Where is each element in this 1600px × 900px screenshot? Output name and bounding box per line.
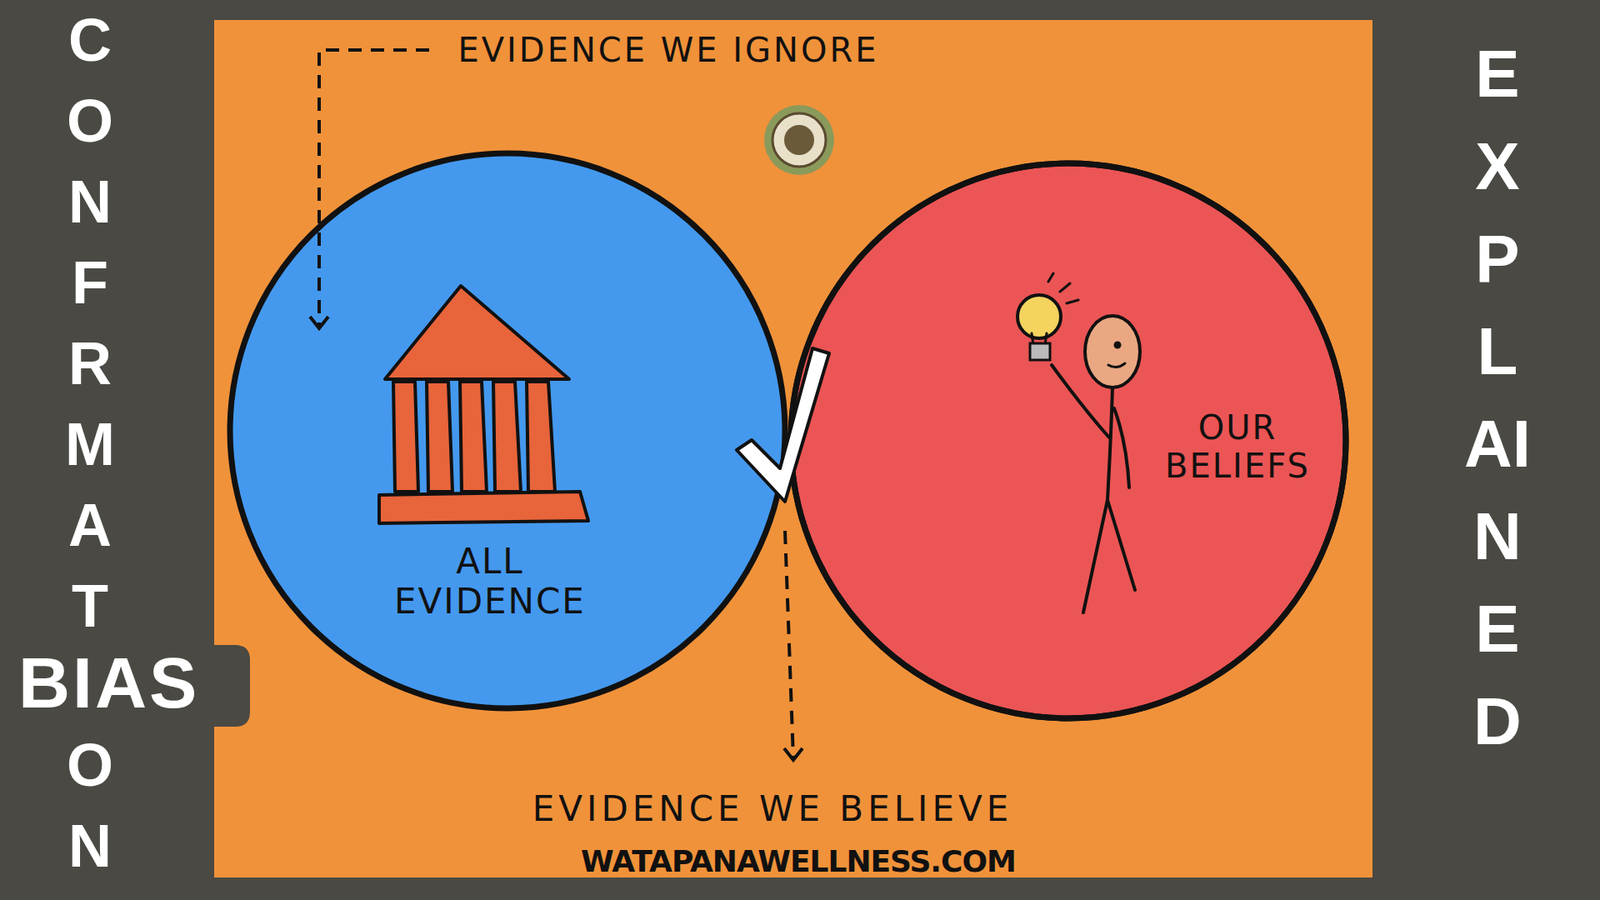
bias-tab — [0, 645, 250, 727]
sidebar-title: EXPLAINED — [1464, 27, 1531, 768]
annotation: EVIDENCE WE IGNORE — [457, 30, 879, 70]
venn-circle: OUR BELIEFS — [790, 163, 1346, 719]
overlap-region — [230, 153, 785, 709]
circle-fill — [790, 163, 1346, 719]
circle-fill — [230, 153, 785, 709]
sidebar-title: ON — [60, 725, 120, 887]
node-label: ALL EVIDENCE — [377, 541, 603, 623]
leader-line — [785, 530, 794, 759]
check-mark — [736, 348, 830, 502]
leader-arrowhead — [784, 748, 803, 760]
node-label: OUR BELIEFS — [1145, 408, 1330, 485]
sidebar-title: BIAS — [18, 646, 200, 719]
orange-panel — [214, 20, 1373, 878]
leader-arrowhead — [310, 316, 329, 329]
annotation: EVIDENCE WE BELIEVE — [532, 788, 1014, 830]
overlap-outline — [230, 153, 785, 709]
sidebar-title: CONFRMAT — [60, 0, 120, 647]
logo-badge — [764, 105, 835, 175]
watermark: WATAPANAWELLNESS.COM — [580, 843, 1016, 880]
circle-outline — [790, 163, 1346, 719]
leader-line — [319, 50, 430, 327]
temple-icon — [379, 285, 589, 524]
stick-figure — [1017, 273, 1140, 613]
